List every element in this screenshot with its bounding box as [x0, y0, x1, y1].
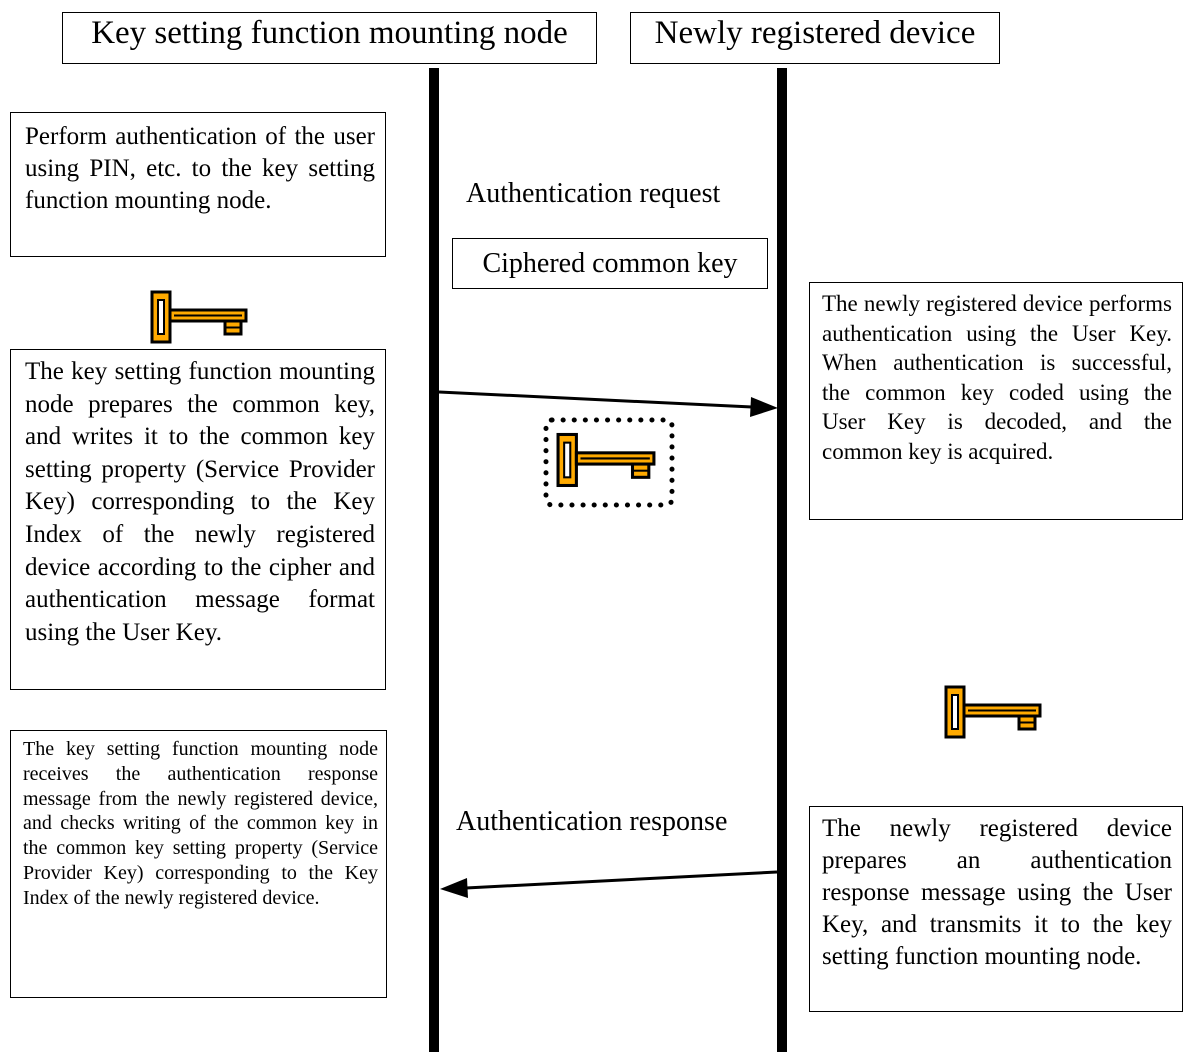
key-icon — [556, 432, 656, 488]
key-icon — [944, 685, 1042, 739]
cipher-frame — [543, 417, 675, 508]
lifeline-newly-registered-device — [777, 68, 787, 1052]
note-check-writing: The key setting function mounting node r… — [10, 730, 387, 998]
header-key-setting-node-label: Key setting function mounting node — [91, 15, 568, 51]
label-authentication-request: Authentication request — [466, 178, 721, 209]
label-authentication-response: Authentication response — [456, 806, 728, 837]
note-device-responds-text: The newly registered device prepares an … — [822, 815, 1172, 970]
note-device-decodes-key: The newly registered device performs aut… — [809, 282, 1183, 520]
arrow-authentication-request — [438, 390, 778, 417]
note-user-authentication-text: Perform authentication of the user using… — [25, 123, 375, 214]
note-user-authentication: Perform authentication of the user using… — [10, 112, 386, 257]
note-check-writing-text: The key setting function mounting node r… — [23, 738, 378, 909]
note-prepare-common-key-text: The key setting function mounting node p… — [25, 358, 375, 646]
header-newly-registered-device-label: Newly registered device — [654, 15, 976, 51]
label-ciphered-common-key: Ciphered common key — [452, 238, 768, 289]
lifeline-key-setting-node — [429, 68, 439, 1052]
header-key-setting-node: Key setting function mounting node — [62, 12, 597, 64]
note-device-decodes-key-text: The newly registered device performs aut… — [822, 291, 1172, 464]
header-newly-registered-device: Newly registered device — [630, 12, 1000, 64]
note-prepare-common-key: The key setting function mounting node p… — [10, 349, 386, 690]
note-device-responds: The newly registered device prepares an … — [809, 806, 1183, 1012]
arrow-authentication-response — [440, 870, 778, 898]
label-ciphered-common-key-text: Ciphered common key — [482, 248, 738, 279]
key-icon — [150, 290, 248, 344]
